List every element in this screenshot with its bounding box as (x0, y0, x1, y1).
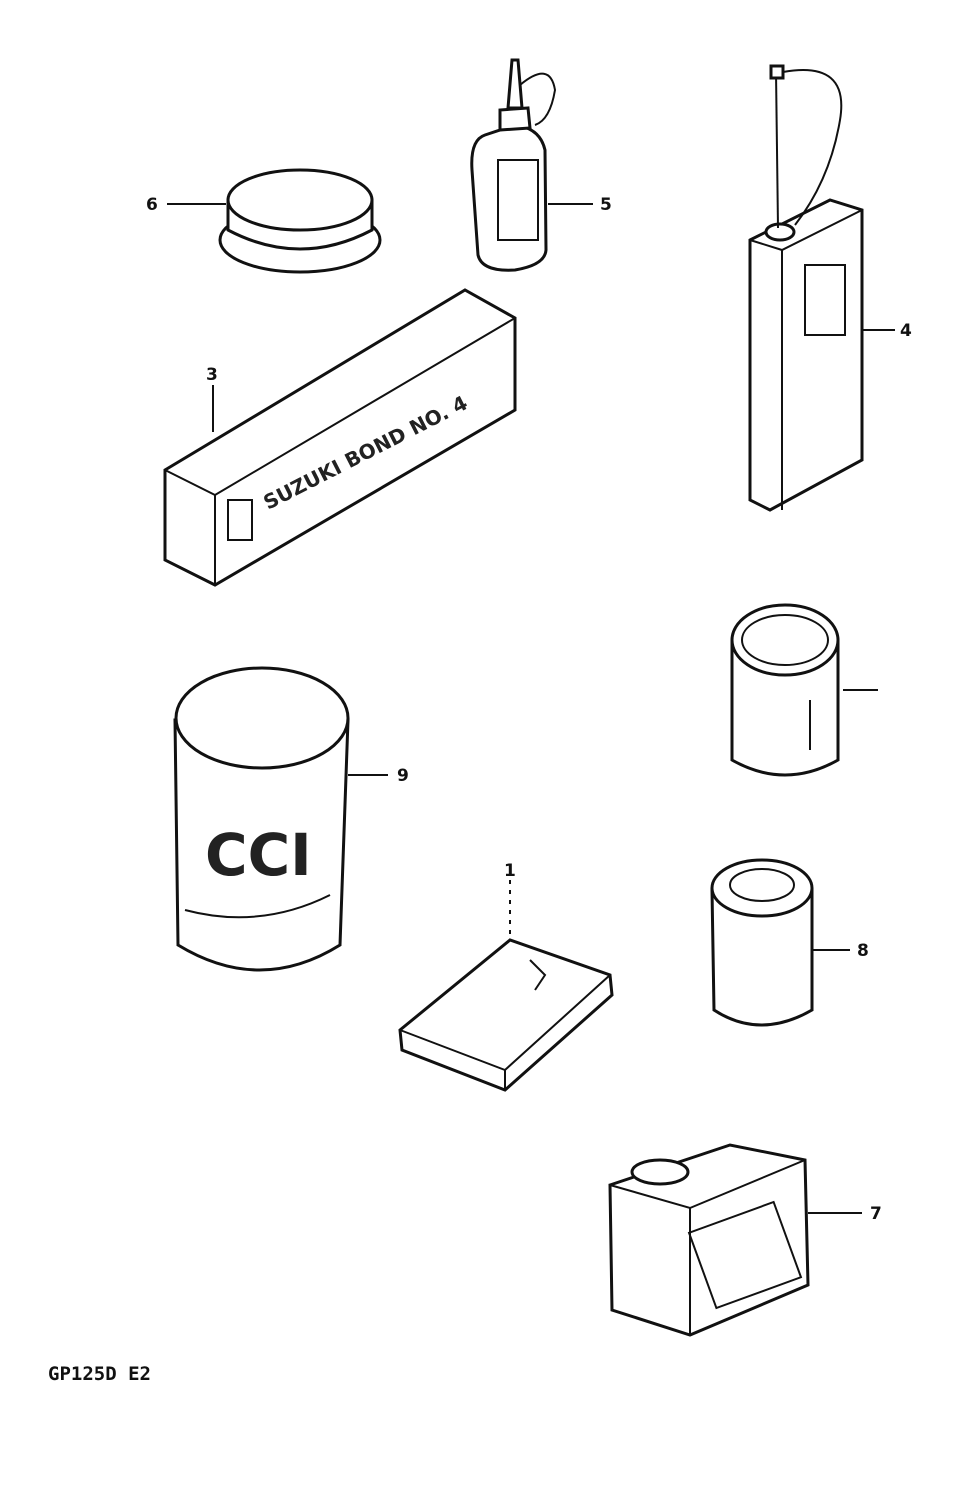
callout-9[interactable]: 9 (397, 766, 409, 786)
part-3-bond-box[interactable]: SUZUKI BOND NO. 4 (163, 288, 517, 587)
callout-1[interactable]: 1 (504, 861, 516, 881)
part-8-small-can[interactable] (710, 858, 814, 1027)
callout-5[interactable]: 5 (600, 195, 612, 215)
callout-4[interactable]: 4 (900, 321, 912, 341)
part-7-square-can[interactable] (608, 1143, 810, 1337)
large-can-label: CCI (205, 821, 312, 889)
part-1-small-box[interactable] (398, 938, 614, 1092)
callout-8[interactable]: 8 (857, 941, 869, 961)
part-9-large-can[interactable]: CCI (173, 666, 350, 972)
model-code: GP125D E2 (48, 1363, 151, 1385)
callout-7[interactable]: 7 (870, 1204, 882, 1224)
callout-3[interactable]: 3 (206, 365, 218, 385)
callout-6[interactable]: 6 (146, 195, 158, 215)
part-can-unnumbered[interactable] (730, 603, 840, 777)
part-6-grease-tin[interactable] (218, 168, 382, 274)
part-4-oil-can[interactable] (748, 64, 864, 512)
part-5-oiler-bottle[interactable] (470, 58, 557, 272)
